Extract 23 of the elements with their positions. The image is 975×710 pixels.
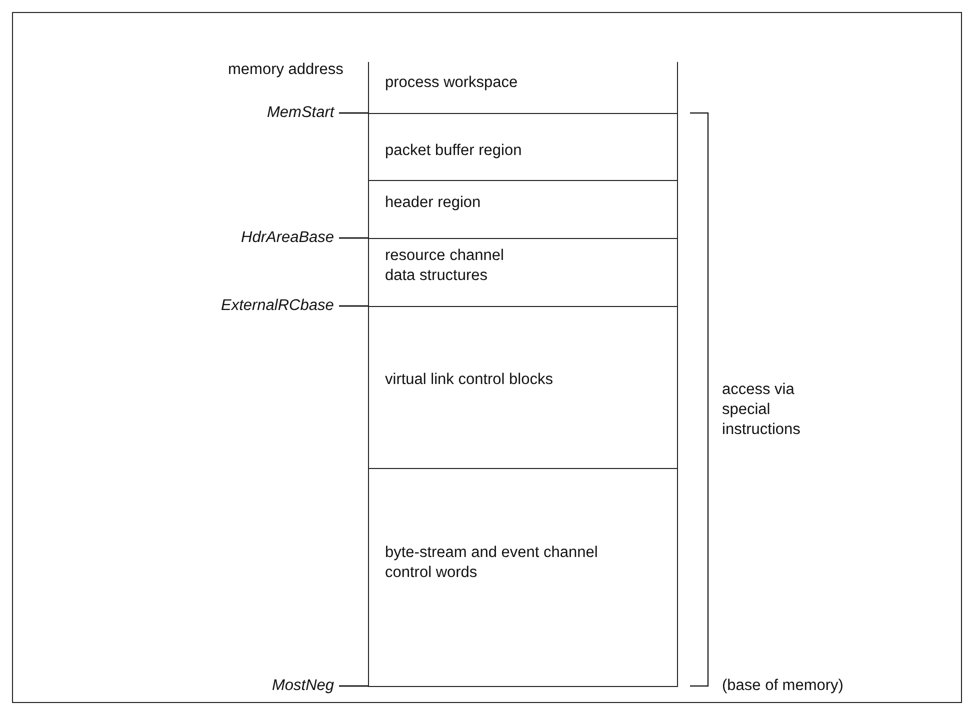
region-label: packet buffer region bbox=[385, 141, 523, 161]
region-label: virtual link control blocks bbox=[385, 370, 554, 390]
region-label: byte-stream and event channel control words bbox=[385, 543, 599, 583]
address-label: ExternalRCbase bbox=[221, 296, 334, 316]
tick-line bbox=[339, 305, 368, 307]
region-label: header region bbox=[385, 193, 482, 213]
tick-line bbox=[339, 237, 368, 239]
memory-region bbox=[368, 62, 678, 114]
memory-region bbox=[368, 238, 678, 307]
memory-region bbox=[368, 468, 678, 687]
address-label: HdrAreaBase bbox=[241, 228, 334, 248]
note: (base of memory) bbox=[722, 676, 844, 696]
tick-line bbox=[339, 112, 368, 114]
memory-region bbox=[368, 113, 678, 181]
tick-line bbox=[339, 685, 368, 687]
memory-region bbox=[368, 306, 678, 469]
memory-region bbox=[368, 180, 678, 239]
address-label: MemStart bbox=[267, 103, 334, 123]
bracket-label: access via special instructions bbox=[722, 380, 802, 440]
axis-label: memory address bbox=[228, 60, 344, 80]
region-label: process workspace bbox=[385, 73, 519, 93]
address-label: MostNeg bbox=[272, 676, 334, 696]
region-label: resource channel data structures bbox=[385, 246, 505, 286]
